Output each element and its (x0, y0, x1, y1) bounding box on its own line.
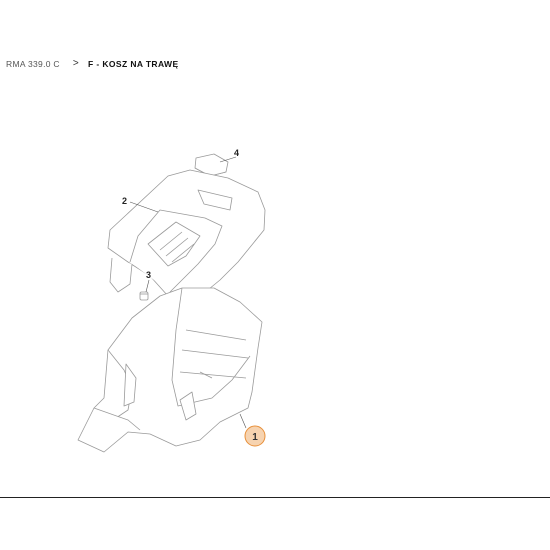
part-4-cap (194, 153, 229, 177)
part-2-cover (107, 169, 266, 331)
part-3-pin (139, 291, 149, 301)
callout-3[interactable]: 3 (146, 270, 151, 280)
callout-4[interactable]: 4 (234, 148, 239, 158)
callout-1-hotspot[interactable]: 1 (244, 425, 266, 447)
parts-diagram: 2 4 3 1 (77, 148, 266, 453)
callout-2[interactable]: 2 (122, 196, 127, 206)
part-1-bag (77, 287, 263, 453)
chevron-right-icon: > (72, 58, 79, 69)
breadcrumb: RMA 339.0 C > F - KOSZ NA TRAWĘ (6, 58, 179, 69)
divider (0, 497, 550, 498)
callout-1: 1 (252, 432, 258, 443)
breadcrumb-parent-link[interactable]: RMA 339.0 C (6, 58, 60, 69)
breadcrumb-current: F - KOSZ NA TRAWĘ (88, 58, 179, 69)
